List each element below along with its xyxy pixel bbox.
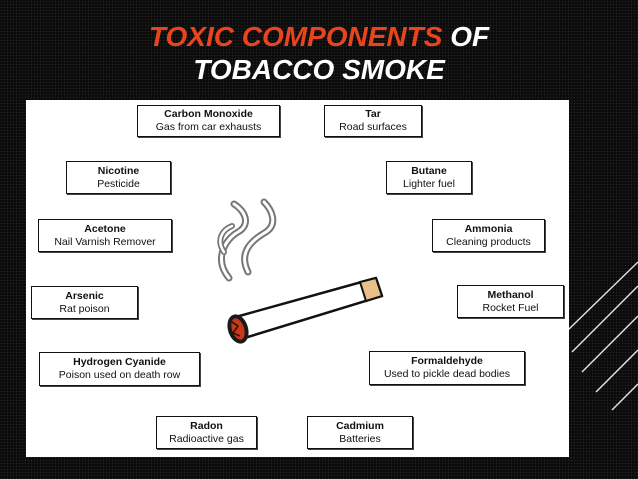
title-line-1: TOXIC COMPONENTS OF [0,20,638,53]
component-box: Acetone Nail Varnish Remover [38,219,172,252]
component-name: Arsenic [65,289,104,302]
component-box: Radon Radioactive gas [156,416,257,449]
smoke-icon [217,198,277,282]
title-accent: TOXIC COMPONENTS [148,21,443,52]
component-use: Used to pickle dead bodies [383,368,511,380]
component-use: Batteries [339,432,381,445]
diagram-panel: Carbon Monoxide Gas from car exhausts Ta… [26,100,569,457]
component-use: Pesticide [97,177,140,190]
component-name: Acetone [84,222,126,235]
component-box: Nicotine Pesticide [66,161,171,194]
component-use: Rat poison [59,302,110,315]
component-use: Rocket Fuel [482,301,539,314]
component-name: Radon [190,419,223,432]
component-box: Ammonia Cleaning products [432,219,545,252]
component-box: Arsenic Rat poison [31,286,138,319]
component-box: Butane Lighter fuel [386,161,472,194]
component-name: Carbon Monoxide [164,108,253,120]
component-name: Formaldehyde [411,355,483,367]
component-name: Butane [411,164,447,177]
title-line-2: TOBACCO SMOKE [193,54,445,85]
component-use: Cleaning products [446,235,531,248]
component-use: Poison used on death row [58,369,181,381]
component-use: Nail Varnish Remover [54,235,156,248]
component-use: Gas from car exhausts [155,121,262,133]
component-use: Road surfaces [339,121,407,133]
component-name: Tar [365,108,381,120]
component-use: Lighter fuel [403,177,455,190]
component-name: Cadmium [336,419,384,432]
component-box: Methanol Rocket Fuel [457,285,564,318]
component-box: Cadmium Batteries [307,416,413,449]
component-box: Hydrogen Cyanide Poison used on death ro… [39,352,200,386]
slide-title: TOXIC COMPONENTS OF TOBACCO SMOKE [0,20,638,86]
component-name: Ammonia [464,222,513,235]
component-name: Methanol [487,288,534,301]
cigarette-illustration [217,198,384,344]
cigarette-icon [227,276,384,344]
component-box: Tar Road surfaces [324,105,422,137]
component-name: Nicotine [97,164,140,177]
component-box: Carbon Monoxide Gas from car exhausts [137,105,280,137]
component-box: Formaldehyde Used to pickle dead bodies [369,351,525,385]
component-use: Radioactive gas [169,432,244,445]
title-rest: OF [450,21,490,52]
component-name: Hydrogen Cyanide [73,356,166,368]
